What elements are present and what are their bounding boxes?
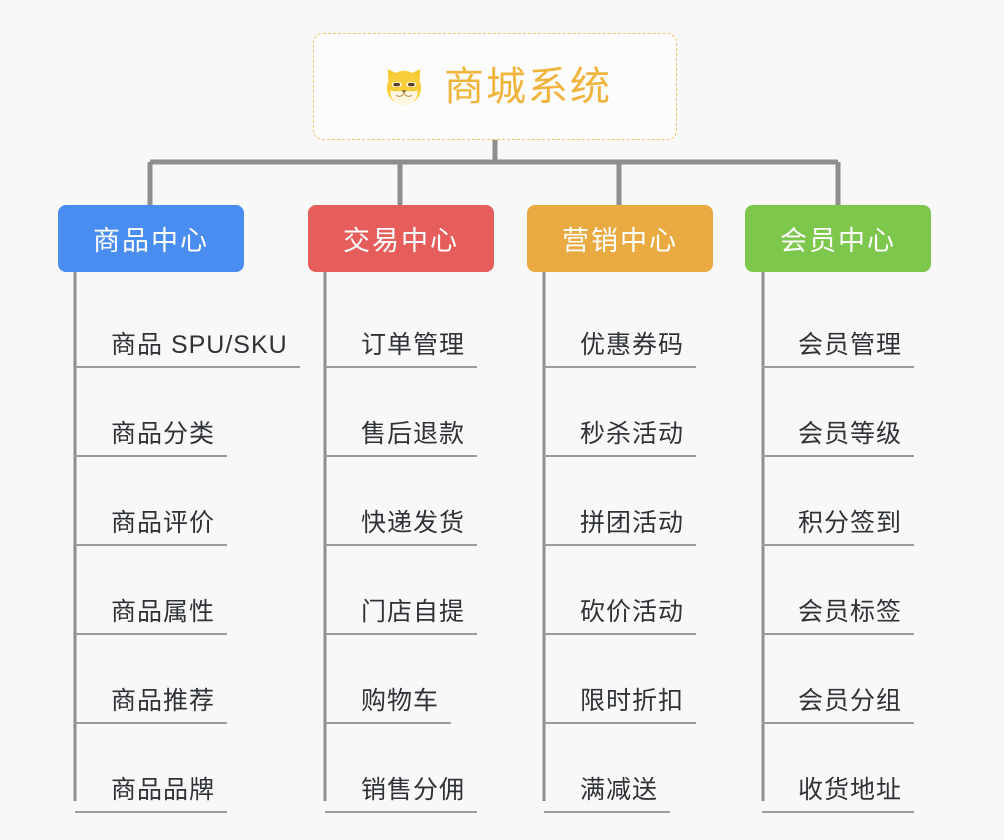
branch-column-2: 交易中心 订单管理 售后退款 快递发货 门店自提 购物车 销售分佣 — [308, 205, 494, 813]
leaf-item[interactable]: 商品评价 — [75, 457, 300, 546]
category-title: 商品中心 — [93, 226, 209, 256]
leaf-label: 订单管理 — [361, 330, 466, 359]
leaf-item[interactable]: 商品分类 — [75, 368, 300, 457]
leaf-label: 门店自提 — [361, 597, 466, 626]
leaf-list-2: 订单管理 售后退款 快递发货 门店自提 购物车 销售分佣 — [325, 279, 478, 813]
leaf-item[interactable]: 购物车 — [325, 635, 477, 724]
branch-column-4: 会员中心 会员管理 会员等级 积分签到 会员标签 会员分组 收货地址 — [745, 205, 931, 813]
category-header-1[interactable]: 商品中心 — [58, 205, 244, 272]
leaf-item[interactable]: 商品 SPU/SKU — [75, 279, 300, 368]
leaf-label: 优惠券码 — [580, 330, 685, 359]
leaf-label: 会员管理 — [798, 330, 903, 359]
leaf-item[interactable]: 销售分佣 — [325, 724, 478, 813]
leaf-label: 会员等级 — [798, 419, 903, 448]
leaf-label: 满减送 — [580, 775, 659, 804]
leaf-item[interactable]: 售后退款 — [325, 368, 478, 457]
leaf-label: 快递发货 — [361, 508, 466, 537]
leaf-item[interactable]: 商品推荐 — [75, 635, 300, 724]
leaf-label: 积分签到 — [798, 508, 903, 537]
leaf-item[interactable]: 优惠券码 — [544, 279, 697, 368]
leaf-item[interactable]: 砍价活动 — [544, 546, 697, 635]
leaf-item[interactable]: 会员等级 — [762, 368, 915, 457]
leaf-item[interactable]: 积分签到 — [762, 457, 915, 546]
leaf-item[interactable]: 会员管理 — [762, 279, 915, 368]
leaf-list-4: 会员管理 会员等级 积分签到 会员标签 会员分组 收货地址 — [762, 279, 915, 813]
leaf-item[interactable]: 满减送 — [544, 724, 696, 813]
leaf-label: 砍价活动 — [580, 597, 685, 626]
category-header-4[interactable]: 会员中心 — [745, 205, 931, 272]
leaf-label: 商品分类 — [111, 419, 216, 448]
leaf-item[interactable]: 秒杀活动 — [544, 368, 697, 457]
leaf-label: 秒杀活动 — [580, 419, 685, 448]
leaf-label: 商品品牌 — [111, 775, 216, 804]
root-title: 商城系统 — [444, 64, 612, 109]
leaf-label: 销售分佣 — [361, 775, 466, 804]
leaf-label: 商品 SPU/SKU — [111, 330, 288, 359]
leaf-list-1: 商品 SPU/SKU 商品分类 商品评价 商品属性 商品推荐 商品品牌 — [75, 279, 300, 813]
category-title: 交易中心 — [343, 226, 459, 256]
leaf-item[interactable]: 会员分组 — [762, 635, 915, 724]
leaf-label: 商品评价 — [111, 508, 216, 537]
leaf-list-3: 优惠券码 秒杀活动 拼团活动 砍价活动 限时折扣 满减送 — [544, 279, 697, 813]
leaf-item[interactable]: 会员标签 — [762, 546, 915, 635]
leaf-label: 商品推荐 — [111, 686, 216, 715]
leaf-label: 收货地址 — [798, 775, 903, 804]
category-header-2[interactable]: 交易中心 — [308, 205, 494, 272]
leaf-label: 商品属性 — [111, 597, 216, 626]
category-title: 营销中心 — [562, 226, 678, 256]
branch-column-3: 营销中心 优惠券码 秒杀活动 拼团活动 砍价活动 限时折扣 满减送 — [527, 205, 713, 813]
leaf-item[interactable]: 门店自提 — [325, 546, 478, 635]
leaf-item[interactable]: 商品属性 — [75, 546, 300, 635]
category-title: 会员中心 — [780, 226, 896, 256]
leaf-label: 会员分组 — [798, 686, 903, 715]
leaf-item[interactable]: 收货地址 — [762, 724, 915, 813]
leaf-item[interactable]: 限时折扣 — [544, 635, 697, 724]
leaf-item[interactable]: 商品品牌 — [75, 724, 300, 813]
leaf-label: 购物车 — [361, 686, 440, 715]
leaf-item[interactable]: 拼团活动 — [544, 457, 697, 546]
shiba-dog-face-icon — [378, 61, 430, 113]
leaf-label: 拼团活动 — [580, 508, 685, 537]
leaf-label: 售后退款 — [361, 419, 466, 448]
branch-column-1: 商品中心 商品 SPU/SKU 商品分类 商品评价 商品属性 商品推荐 商品品牌 — [58, 205, 300, 813]
leaf-item[interactable]: 订单管理 — [325, 279, 478, 368]
leaf-item[interactable]: 快递发货 — [325, 457, 478, 546]
root-node[interactable]: 商城系统 — [313, 33, 677, 140]
leaf-label: 限时折扣 — [580, 686, 685, 715]
category-header-3[interactable]: 营销中心 — [527, 205, 713, 272]
leaf-label: 会员标签 — [798, 597, 903, 626]
